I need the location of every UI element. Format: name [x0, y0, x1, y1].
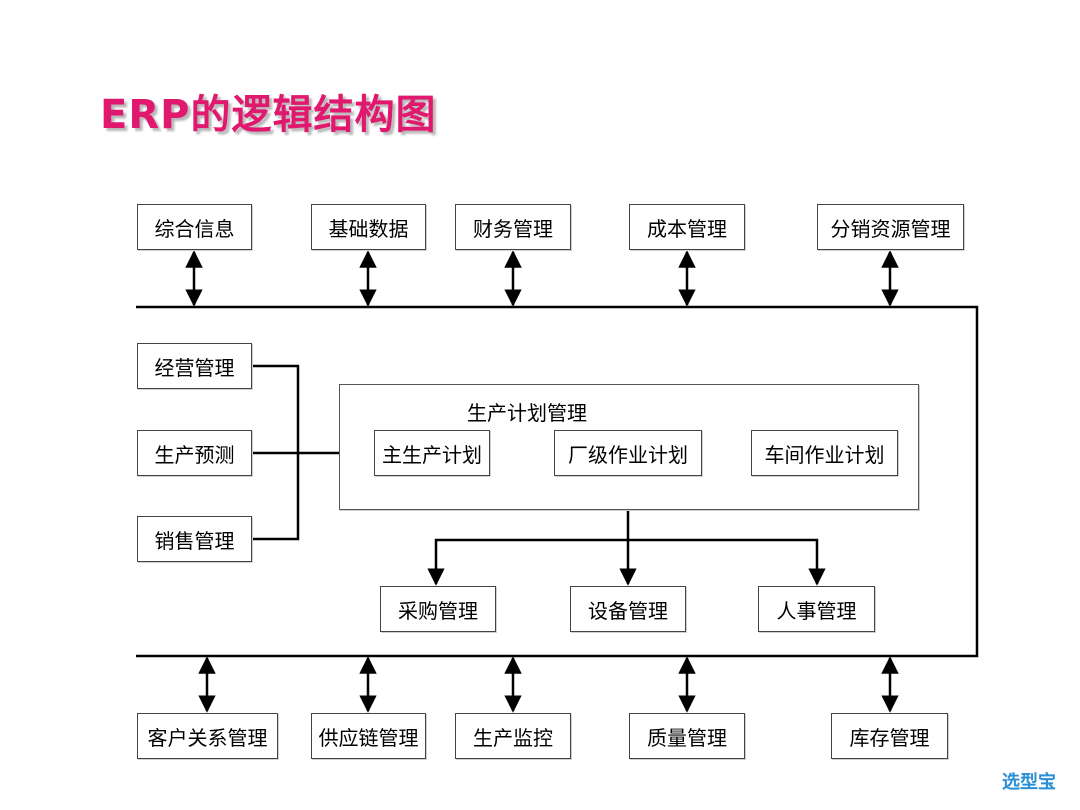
watermark-logo: 选型宝: [1002, 772, 1056, 793]
downstream-branch: [427, 538, 826, 586]
module-sales-management: 销售管理: [137, 516, 252, 562]
module-business-management: 经营管理: [137, 343, 252, 389]
module-quality: 质量管理: [629, 713, 745, 759]
module-finance: 财务管理: [455, 204, 571, 250]
module-equipment: 设备管理: [570, 586, 686, 632]
production-plan-group-label: 生产计划管理: [467, 401, 587, 425]
module-factory-operation-plan: 厂级作业计划: [554, 430, 702, 476]
bus-line: [136, 305, 979, 658]
module-workshop-operation-plan: 车间作业计划: [751, 430, 898, 476]
module-master-production-plan: 主生产计划: [374, 430, 490, 476]
module-supply-chain: 供应链管理: [311, 713, 426, 759]
module-production-forecast: 生产预测: [137, 430, 252, 476]
module-distribution-resource: 分销资源管理: [817, 204, 964, 250]
module-inventory: 库存管理: [831, 713, 948, 759]
module-human-resources: 人事管理: [758, 586, 875, 632]
module-procurement: 采购管理: [380, 586, 496, 632]
module-production-monitoring: 生产监控: [455, 713, 571, 759]
module-crm: 客户关系管理: [137, 713, 278, 759]
module-cost: 成本管理: [629, 204, 745, 250]
module-comprehensive-info: 综合信息: [137, 204, 252, 250]
module-basic-data: 基础数据: [311, 204, 426, 250]
page-title: ERP的逻辑结构图: [100, 92, 437, 138]
